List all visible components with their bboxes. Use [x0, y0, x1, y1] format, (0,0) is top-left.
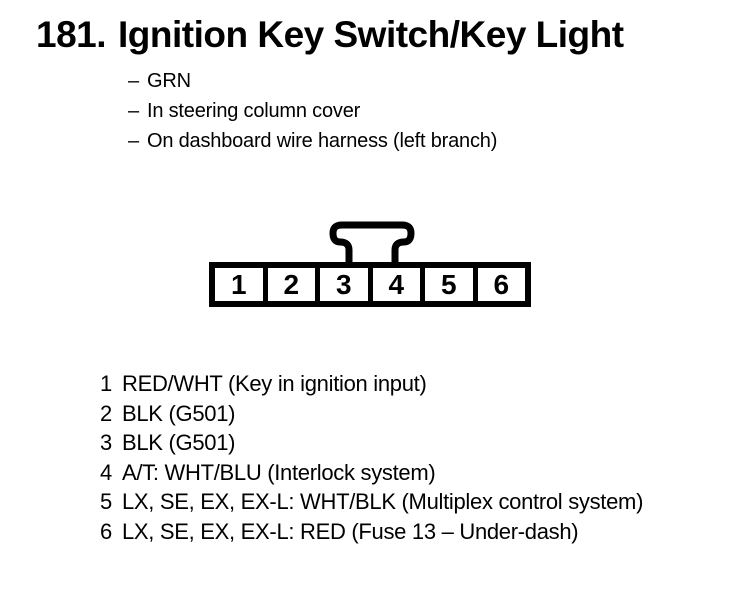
title-text: Ignition Key Switch/Key Light [118, 14, 624, 55]
pin-number: 4 [100, 459, 112, 485]
pin-number: 6 [100, 518, 112, 544]
pin-description: LX, SE, EX, EX-L: WHT/BLK (Multiplex con… [122, 489, 644, 514]
note-text: GRN [147, 70, 191, 92]
pin-number: 1 [100, 371, 112, 396]
connector-pin-cell: 2 [262, 268, 316, 301]
pin-description: BLK (G501) [122, 430, 236, 455]
connector-pin-number: 5 [440, 268, 457, 300]
pin-description: LX, SE, EX, EX-L: RED (Fuse 13 – Under-d… [122, 518, 579, 544]
connector-pin-number: 1 [230, 268, 247, 300]
pin-description: RED/WHT (Key in ignition input) [122, 371, 427, 396]
pin-row: 4 A/T: WHT/BLU (Interlock system) [100, 458, 643, 488]
title-number: 181. [36, 14, 107, 55]
note-dash: – [128, 70, 139, 92]
pin-row: 1 RED/WHT (Key in ignition input) [100, 369, 643, 399]
pin-row: 3 BLK (G501) [100, 428, 643, 458]
connector-pin-cell: 3 [315, 268, 368, 301]
note-dash: – [128, 100, 139, 122]
note-dash: – [128, 130, 139, 152]
pin-number: 5 [100, 489, 112, 514]
connector-pin-cell: 4 [367, 268, 421, 301]
pin-description: A/T: WHT/BLU (Interlock system) [122, 459, 436, 485]
note-item: – GRN [128, 66, 497, 96]
note-item: – In steering column cover [128, 96, 497, 126]
note-text: In steering column cover [147, 100, 361, 122]
pin-list: 1 RED/WHT (Key in ignition input) 2 BLK … [100, 369, 643, 546]
note-item: – On dashboard wire harness (left branch… [128, 126, 497, 156]
pin-row: 5 LX, SE, EX, EX-L: WHT/BLK (Multiplex c… [100, 487, 643, 517]
connector-pin-number: 4 [388, 268, 405, 300]
connector-pin-cell: 6 [472, 268, 526, 301]
connector-pin-number: 3 [335, 268, 352, 300]
pin-number: 2 [100, 400, 112, 426]
connector-pin-number: 6 [493, 268, 510, 300]
connector-notes: – GRN – In steering column cover – On da… [128, 66, 497, 156]
page-title: 181. Ignition Key Switch/Key Light [36, 15, 624, 55]
pin-row: 6 LX, SE, EX, EX-L: RED (Fuse 13 – Under… [100, 517, 643, 547]
connector-lock-tab-icon [329, 221, 415, 262]
pin-row: 2 BLK (G501) [100, 399, 643, 429]
connector-pin-cell: 5 [420, 268, 473, 301]
connector-pin-cell: 1 [215, 268, 263, 301]
pin-description: BLK (G501) [122, 400, 236, 426]
connector-pin-number: 2 [283, 268, 300, 300]
pin-number: 3 [100, 430, 112, 455]
note-text: On dashboard wire harness (left branch) [147, 130, 498, 152]
connector-diagram: 1 2 3 4 5 6 [209, 262, 531, 307]
